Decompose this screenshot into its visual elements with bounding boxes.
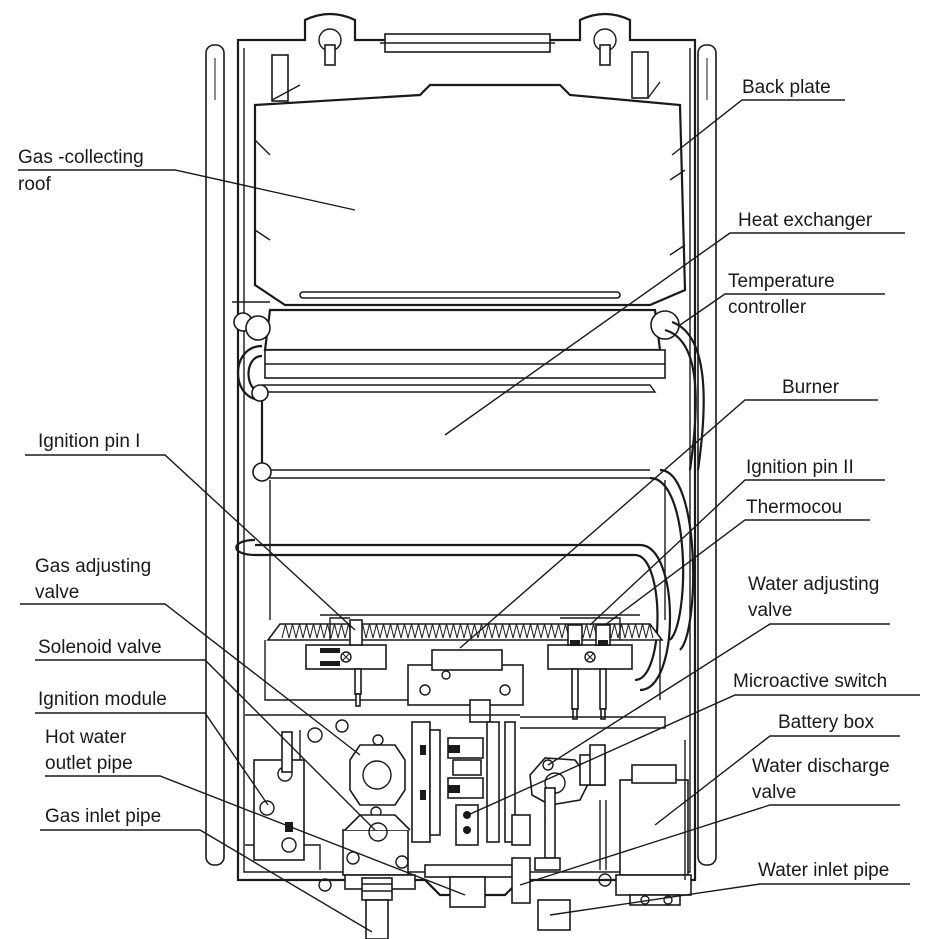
label-burner: Burner (782, 377, 840, 398)
label-thermocouple: Thermocou (746, 497, 842, 518)
leader-gas-collecting-roof (18, 169, 356, 211)
leader-hot-water-outlet-pipe (45, 775, 466, 896)
leader-back-plate (671, 99, 845, 156)
back-plate (205, 12, 717, 897)
labels: Back plate Gas -collecting roof Heat exc… (18, 77, 890, 881)
label-gas-inlet-pipe: Gas inlet pipe (45, 806, 161, 827)
leader-battery-box (654, 735, 900, 826)
leader-microactive-switch (467, 694, 920, 816)
microswitch (511, 800, 607, 904)
leader-heat-exchanger (444, 232, 905, 436)
leader-water-discharge-valve (519, 804, 900, 886)
label-water-inlet-pipe: Water inlet pipe (758, 860, 889, 881)
label-ignition-pin-2: Ignition pin II (746, 457, 854, 478)
heat-exchanger (233, 308, 705, 692)
leader-water-adjusting-valve (547, 623, 890, 766)
label-gas-collecting-roof-2: roof (18, 174, 51, 195)
leader-gas-inlet-pipe (40, 829, 373, 933)
label-water-discharge-valve-2: valve (752, 782, 796, 803)
valve-stem (424, 721, 516, 908)
label-microactive-switch: Microactive switch (733, 671, 887, 692)
label-solenoid-valve: Solenoid valve (38, 637, 162, 658)
burner-teeth-zigzag (281, 623, 654, 639)
chamber-walls (264, 480, 666, 701)
ignition-module (253, 719, 349, 861)
label-ignition-pin-1: Ignition pin I (38, 431, 140, 452)
label-temperature-controller-1: Temperature (728, 271, 835, 292)
label-gas-collecting-roof-1: Gas -collecting (18, 147, 144, 168)
gas-collecting-roof (232, 83, 687, 307)
water-inlet-pipe (537, 873, 612, 931)
leader-water-inlet-pipe (549, 883, 910, 916)
leader-gas-adjusting-valve (20, 603, 361, 756)
leader-ignition-pin-1 (25, 454, 356, 631)
leader-temperature-controller (679, 293, 885, 326)
label-ignition-module: Ignition module (38, 689, 167, 710)
label-gas-adjusting-valve-1: Gas adjusting (35, 556, 151, 577)
water-adjusting-valve (529, 744, 606, 871)
burner (266, 614, 664, 723)
gas-inlet-pipe (318, 877, 393, 939)
gas-adjusting-valve (349, 721, 441, 843)
leader-ignition-pin-2 (589, 479, 885, 626)
heater-drawing (205, 12, 717, 939)
burner-teeth (281, 623, 654, 639)
label-hot-water-outlet-pipe-1: Hot water (45, 727, 127, 748)
leader-burner (459, 399, 878, 649)
label-water-adjusting-valve-2: valve (748, 600, 792, 621)
label-heat-exchanger: Heat exchanger (738, 210, 873, 231)
leader-thermocouple (604, 519, 870, 626)
label-back-plate: Back plate (742, 77, 831, 98)
leader-lines (18, 99, 920, 933)
label-water-discharge-valve-1: Water discharge (752, 756, 890, 777)
ignition-pin-left (305, 619, 387, 707)
label-temperature-controller-2: controller (728, 297, 807, 318)
leader-ignition-module (35, 712, 269, 806)
leader-solenoid-valve (35, 659, 376, 831)
label-battery-box: Battery box (778, 712, 875, 733)
lower-plate (245, 714, 666, 870)
label-water-adjusting-valve-1: Water adjusting (748, 574, 879, 595)
label-gas-adjusting-valve-2: valve (35, 582, 79, 603)
label-hot-water-outlet-pipe-2: outlet pipe (45, 753, 133, 774)
battery-box (615, 740, 692, 906)
ignition-pin-right (547, 624, 633, 720)
